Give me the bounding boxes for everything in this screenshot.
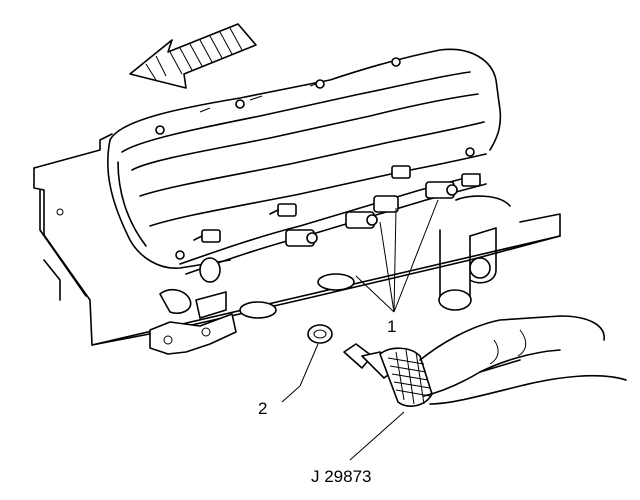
intake-manifold (107, 48, 502, 269)
spark-plug (281, 324, 333, 403)
coolant-outlet (438, 195, 511, 311)
callout-2-label: 2 (258, 399, 268, 418)
fuel-injectors (193, 165, 481, 247)
mounting-bracket (149, 313, 237, 355)
hand (419, 315, 627, 405)
tool-number-label: J 29873 (311, 467, 372, 486)
direction-arrow (129, 23, 257, 89)
engine-block (33, 133, 561, 346)
exhaust-ports (159, 257, 355, 319)
tool-j29873 (343, 343, 433, 461)
callout-1-label: 1 (387, 317, 397, 336)
callout-1-leaders (355, 199, 439, 313)
